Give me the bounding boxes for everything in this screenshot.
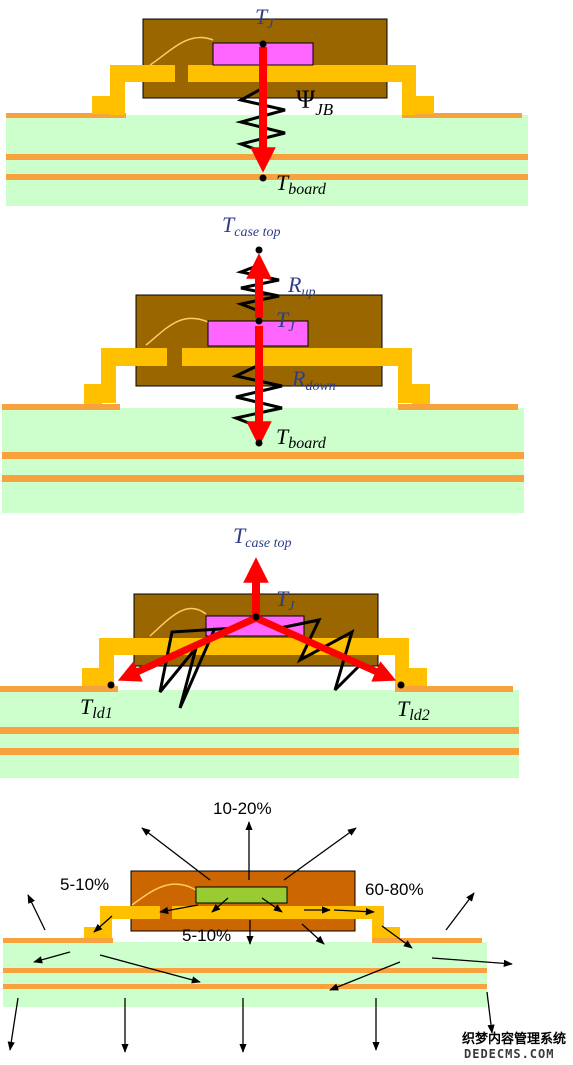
label-tcase: Tcase top [233,523,292,551]
heat-arrow [283,827,357,881]
node-tj [259,40,267,48]
label-right-percent: 60-80% [365,880,424,899]
heat-flow-arrow-left [117,614,258,682]
copper-layer [3,984,487,989]
heat-arrow [486,991,495,1034]
label-tld2: Tld2 [397,696,430,724]
label-tj: TJ [255,4,274,32]
copper-pad-left [3,938,113,943]
bond-wire [131,883,197,906]
watermark-line1: 织梦内容管理系统 [462,1031,566,1047]
copper-pad-left [6,113,126,118]
heat-arrow [27,894,46,931]
heat-arrow [381,925,413,949]
panel-1-psi-jb: TJ ΨJB Tboard [6,4,528,206]
thermal-resistor-down [230,363,283,429]
label-rup: Rup [287,272,315,300]
pcb-board [3,942,487,1007]
heat-arrow [211,897,229,913]
watermark: 织梦内容管理系统 DEDECMS.COM [462,1031,566,1061]
heat-flow-arrow-right [254,614,397,682]
label-left-percent: 5-10% [60,875,109,894]
node-tj [252,613,260,621]
leadframe [84,348,430,404]
heat-arrow [33,951,71,964]
copper-layer [2,475,524,482]
panel-2-two-resistor: Tcase top Rup TJ Rdown Tboard [2,212,524,513]
copper-layer [2,452,524,459]
heat-arrow [93,915,113,933]
heat-arrow [99,954,201,984]
label-rdown: Rdown [291,366,336,394]
heat-arrow [7,997,19,1051]
label-tboard: Tboard [276,170,327,198]
copper-pad-right [398,404,518,410]
heat-flow-arrows [7,821,513,1053]
label-tj: TJ [276,586,295,614]
node-tboard [259,174,267,182]
panel-4-heat-distribution: 10-20% 5-10% 60-80% 5-10% [3,799,513,1053]
thermal-resistor-up [235,263,280,313]
copper-pad-left [2,404,120,410]
heat-arrow [301,923,325,945]
label-tj: TJ [276,307,295,335]
node-tld2 [397,681,405,689]
label-tboard: Tboard [276,424,327,452]
copper-pad-left [0,686,118,692]
bond-wire [149,36,214,66]
thermal-resistor-left [158,626,237,709]
copper-layer [6,174,528,180]
label-bottom-percent: 5-10% [182,926,231,945]
bond-wire [149,607,207,637]
node-tj [255,317,263,325]
copper-pad-right [372,938,482,943]
heat-arrow [329,961,401,991]
heat-arrow [159,904,199,915]
label-psi-jb: ΨJB [296,85,334,119]
copper-layer [0,748,519,755]
label-top-percent: 10-20% [213,799,272,818]
heat-arrow [141,827,211,881]
bond-wire [145,317,209,346]
leadframe [92,65,434,115]
die [195,886,288,904]
heat-arrow [431,957,513,968]
heat-arrow [333,907,375,916]
copper-layer [3,968,487,973]
heat-arrow [445,892,475,931]
copper-pad-right [402,113,522,118]
panel-3-lead-paths: Tcase top TJ Tld1 Tld2 [0,523,519,778]
node-tcase [255,246,263,254]
node-tld1 [107,681,115,689]
watermark-line2: DEDECMS.COM [464,1047,554,1061]
copper-layer [0,727,519,734]
label-tld1: Tld1 [80,694,113,722]
node-tboard [255,439,263,447]
thermal-resistor [235,86,286,154]
heat-arrow [261,897,283,913]
copper-pad-right [395,686,513,692]
label-tcase: Tcase top [222,212,281,240]
